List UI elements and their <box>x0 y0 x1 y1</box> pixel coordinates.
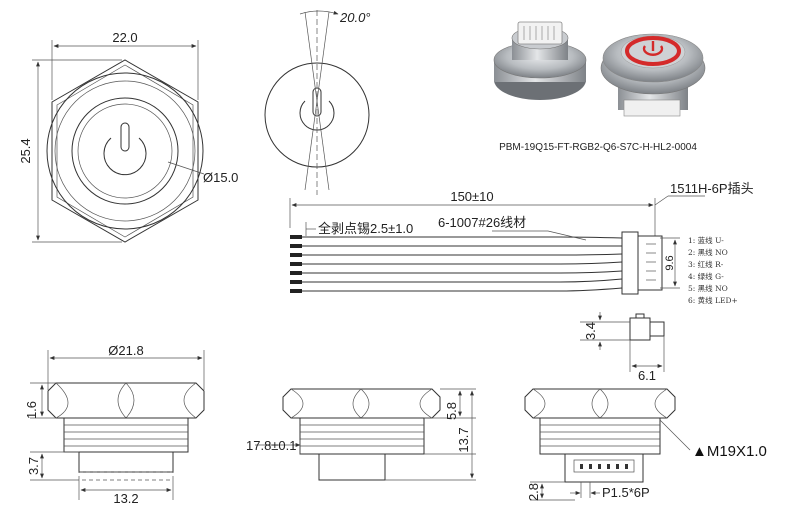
pin-item: 6: 黄线 LED+ <box>688 295 738 305</box>
pin-item: 5: 黑线 NO <box>688 283 728 293</box>
angle-view: 20.0° <box>264 10 371 195</box>
side-left-diameter-label: Ø21.8 <box>108 343 143 358</box>
product-photo-back <box>493 21 587 100</box>
product-photo-front <box>600 33 706 117</box>
button-circle <box>71 97 179 205</box>
pin-item: 2: 黑线 NO <box>688 247 728 257</box>
top-view: 22.0 25.4 Ø15.0 <box>18 30 238 243</box>
side-left-bottom-label: 3.7 <box>26 457 41 475</box>
width-label: 22.0 <box>112 30 137 45</box>
side-mid-thread-label: 5.8 <box>444 402 459 420</box>
side-mid-base-label: 17.8±0.1 <box>246 438 297 453</box>
thread-spec-label: ▲M19X1.0 <box>692 443 767 460</box>
wire-bundle <box>290 235 623 293</box>
red-led-ring <box>625 36 681 66</box>
diameter-label: Ø15.0 <box>203 170 238 185</box>
height-label: 25.4 <box>18 138 33 163</box>
connector-side-length-label: 6.1 <box>638 368 656 383</box>
pitch-label: P1.5*6P <box>602 485 650 500</box>
cable-assembly: 150±10 全剥点锡2.5±1.0 6-1007#26线材 <box>289 181 754 305</box>
side-view-right: ▲M19X1.0 2.8 P1.5*6P <box>524 388 767 501</box>
pin-list: 1: 蓝线 U- 2: 黑线 NO 3: 红线 R- 4: 绿线 G- 5: 黑… <box>688 235 738 305</box>
connector-side-height-label: 3.4 <box>583 322 598 340</box>
power-symbol-icon <box>103 122 147 176</box>
model-number: PBM-19Q15-FT-RGB2-Q6-S7C-H-HL2-0004 <box>499 142 697 153</box>
bezel-outer-circle <box>46 72 204 230</box>
connector-housing <box>621 231 663 295</box>
strip-label: 全剥点锡2.5±1.0 <box>318 221 413 236</box>
hex-outline <box>51 59 199 243</box>
pin-item: 1: 蓝线 U- <box>688 235 724 245</box>
side-left-head-label: 1.6 <box>24 401 39 419</box>
angle-label: 20.0° <box>339 10 371 25</box>
side-left-base-label: 13.2 <box>113 491 138 506</box>
pin-item: 4: 绿线 G- <box>688 271 724 281</box>
pin-item: 3: 红线 R- <box>688 259 724 269</box>
connector-height-label: 9.6 <box>664 255 676 270</box>
side-view-middle: 5.8 13.7 17.8±0.1 <box>246 388 476 481</box>
connector-side-view: 3.4 6.1 <box>580 312 665 383</box>
cable-length-label: 150±10 <box>450 189 493 204</box>
connector-label: 1511H-6P插头 <box>670 181 754 196</box>
side-view-left: Ø21.8 1.6 3.7 13.2 <box>24 343 205 506</box>
side-mid-total-label: 13.7 <box>456 427 471 452</box>
wire-spec-label: 6-1007#26线材 <box>438 215 526 230</box>
pin-height-label: 2.8 <box>526 483 541 501</box>
red-power-icon <box>642 41 664 56</box>
